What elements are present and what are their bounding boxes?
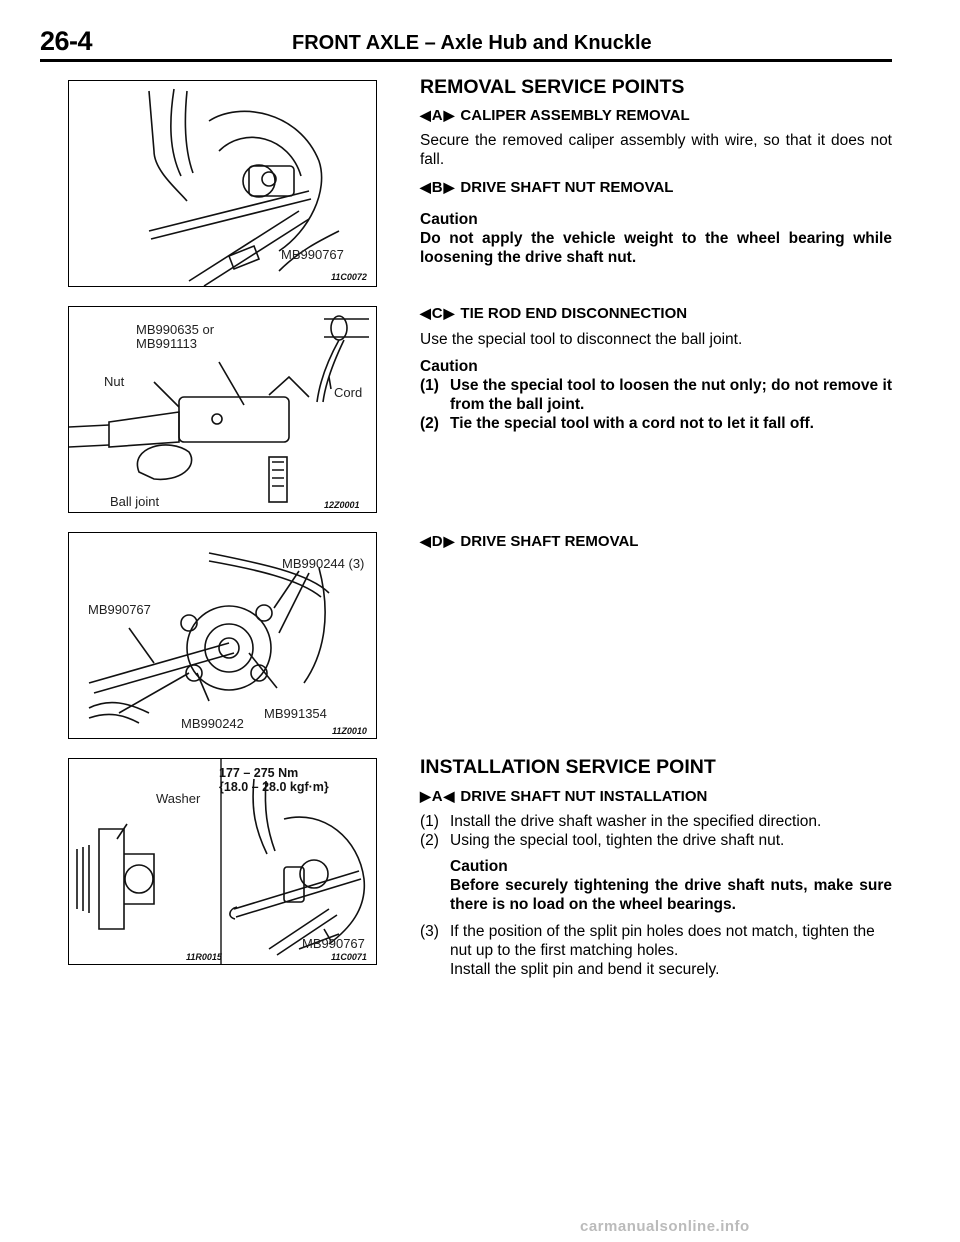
step-letter: C bbox=[431, 305, 443, 322]
step-c-heading: ◀ C ▶ TIE ROD END DISCONNECTION bbox=[420, 304, 892, 323]
figure-2-drawing bbox=[69, 315, 369, 503]
triangle-right-icon: ▶ bbox=[443, 533, 455, 549]
item-number: (3) bbox=[420, 923, 439, 940]
step-c-item-2: (2) Tie the special tool with a cord not… bbox=[420, 414, 892, 433]
step-title: TIE ROD END DISCONNECTION bbox=[460, 305, 688, 322]
page-number: 26-4 bbox=[40, 26, 93, 56]
figure-code-right: 11C0071 bbox=[331, 952, 367, 962]
item-number: (1) bbox=[420, 377, 439, 394]
figure-code: 11Z0010 bbox=[332, 726, 367, 736]
triangle-left-icon: ◀ bbox=[443, 788, 455, 804]
label-mb990635-or: MB990635 or bbox=[136, 322, 215, 337]
figure-drive-shaft-removal: MB990244 (3) MB990767 MB990242 MB991354 … bbox=[68, 532, 377, 739]
step-a-body: Secure the removed caliper assembly with… bbox=[420, 132, 892, 168]
figure-1-drawing bbox=[148, 88, 340, 286]
item-number: (2) bbox=[420, 415, 439, 432]
figure-code-left: 11R0015 bbox=[186, 952, 222, 962]
step-title: CALIPER ASSEMBLY REMOVAL bbox=[460, 107, 690, 124]
step-letter: D bbox=[431, 533, 443, 550]
label-mb990242: MB990242 bbox=[181, 716, 244, 731]
item-text: Using the special tool, tighten the driv… bbox=[450, 832, 785, 849]
step-c-body: Use the special tool to disconnect the b… bbox=[420, 331, 743, 348]
triangle-left-icon: ◀ bbox=[420, 107, 431, 123]
step-d-heading: ◀ D ▶ DRIVE SHAFT REMOVAL bbox=[420, 532, 892, 551]
figure-4-drawing bbox=[76, 759, 366, 964]
install-item-1: (1) Install the drive shaft washer in th… bbox=[420, 812, 892, 831]
label-mb991354: MB991354 bbox=[264, 706, 327, 721]
label-cord: Cord bbox=[334, 385, 363, 400]
item-text: Install the drive shaft washer in the sp… bbox=[450, 813, 822, 830]
item-text: Use the special tool to loosen the nut o… bbox=[450, 377, 892, 413]
label-mb990767: MB990767 bbox=[281, 247, 344, 262]
install-item-3: (3) If the position of the split pin hol… bbox=[420, 922, 892, 979]
item-number: (2) bbox=[420, 832, 439, 849]
install-caution-text: Before securely tightening the drive sha… bbox=[450, 877, 892, 913]
item-text: Tie the special tool with a cord not to … bbox=[450, 415, 814, 432]
triangle-right-icon: ▶ bbox=[443, 107, 455, 123]
label-torque-kgfm: {18.0 – 28.0 kgf·m} bbox=[219, 780, 329, 794]
triangle-right-icon: ▶ bbox=[420, 788, 431, 804]
triangle-right-icon: ▶ bbox=[443, 179, 455, 195]
label-mb990767: MB990767 bbox=[88, 602, 151, 617]
install-caution-label: Caution bbox=[450, 858, 508, 875]
step-b-caution-text: Do not apply the vehicle weight to the w… bbox=[420, 230, 892, 266]
item-text: If the position of the split pin holes d… bbox=[450, 922, 892, 979]
triangle-right-icon: ▶ bbox=[443, 305, 455, 321]
step-a-heading: ◀ A ▶ CALIPER ASSEMBLY REMOVAL bbox=[420, 106, 892, 125]
triangle-left-icon: ◀ bbox=[420, 305, 431, 321]
step-letter: B bbox=[431, 179, 443, 196]
watermark: carmanualsonline.info bbox=[580, 1218, 750, 1235]
install-a-heading: ▶ A ◀ DRIVE SHAFT NUT INSTALLATION bbox=[420, 787, 892, 806]
figure-drive-shaft-nut-install: 177 – 275 Nm {18.0 – 28.0 kgf·m} Washer … bbox=[68, 758, 377, 965]
step-letter: A bbox=[431, 788, 443, 805]
step-title: DRIVE SHAFT NUT REMOVAL bbox=[460, 179, 674, 196]
header-rule bbox=[40, 59, 892, 62]
step-b-heading: ◀ B ▶ DRIVE SHAFT NUT REMOVAL bbox=[420, 178, 892, 197]
figure-code: 11C0072 bbox=[331, 272, 367, 282]
removal-heading: REMOVAL SERVICE POINTS bbox=[420, 76, 685, 98]
figure-3-drawing bbox=[88, 552, 330, 724]
label-nut: Nut bbox=[104, 374, 125, 389]
label-washer: Washer bbox=[156, 791, 201, 806]
step-letter: A bbox=[431, 107, 443, 124]
label-torque-nm: 177 – 275 Nm bbox=[219, 766, 299, 780]
item-text-line-1: If the position of the split pin holes d… bbox=[450, 923, 875, 959]
triangle-left-icon: ◀ bbox=[420, 533, 431, 549]
label-mb990767: MB990767 bbox=[302, 936, 365, 951]
step-b-caution-label: Caution bbox=[420, 211, 478, 228]
label-mb990244-3: MB990244 (3) bbox=[282, 556, 365, 571]
figure-caliper-wire: MB990767 11C0072 bbox=[68, 80, 377, 287]
item-number: (1) bbox=[420, 813, 439, 830]
install-item-2: (2) Using the special tool, tighten the … bbox=[420, 831, 892, 850]
step-title: DRIVE SHAFT REMOVAL bbox=[460, 533, 639, 550]
figure-code: 12Z0001 bbox=[324, 500, 360, 510]
figure-tie-rod-disconnect: MB990635 or MB991113 Nut Cord Ball joint… bbox=[68, 306, 377, 513]
label-ball-joint: Ball joint bbox=[110, 494, 160, 509]
page-title: FRONT AXLE – Axle Hub and Knuckle bbox=[292, 32, 652, 54]
label-mb991113: MB991113 bbox=[136, 336, 197, 351]
step-c-caution-label: Caution bbox=[420, 358, 478, 375]
step-c-item-1: (1) Use the special tool to loosen the n… bbox=[420, 376, 892, 414]
item-text-line-2: Install the split pin and bend it secure… bbox=[450, 961, 720, 978]
step-title: DRIVE SHAFT NUT INSTALLATION bbox=[460, 788, 708, 805]
triangle-left-icon: ◀ bbox=[420, 179, 431, 195]
installation-heading: INSTALLATION SERVICE POINT bbox=[420, 756, 716, 778]
